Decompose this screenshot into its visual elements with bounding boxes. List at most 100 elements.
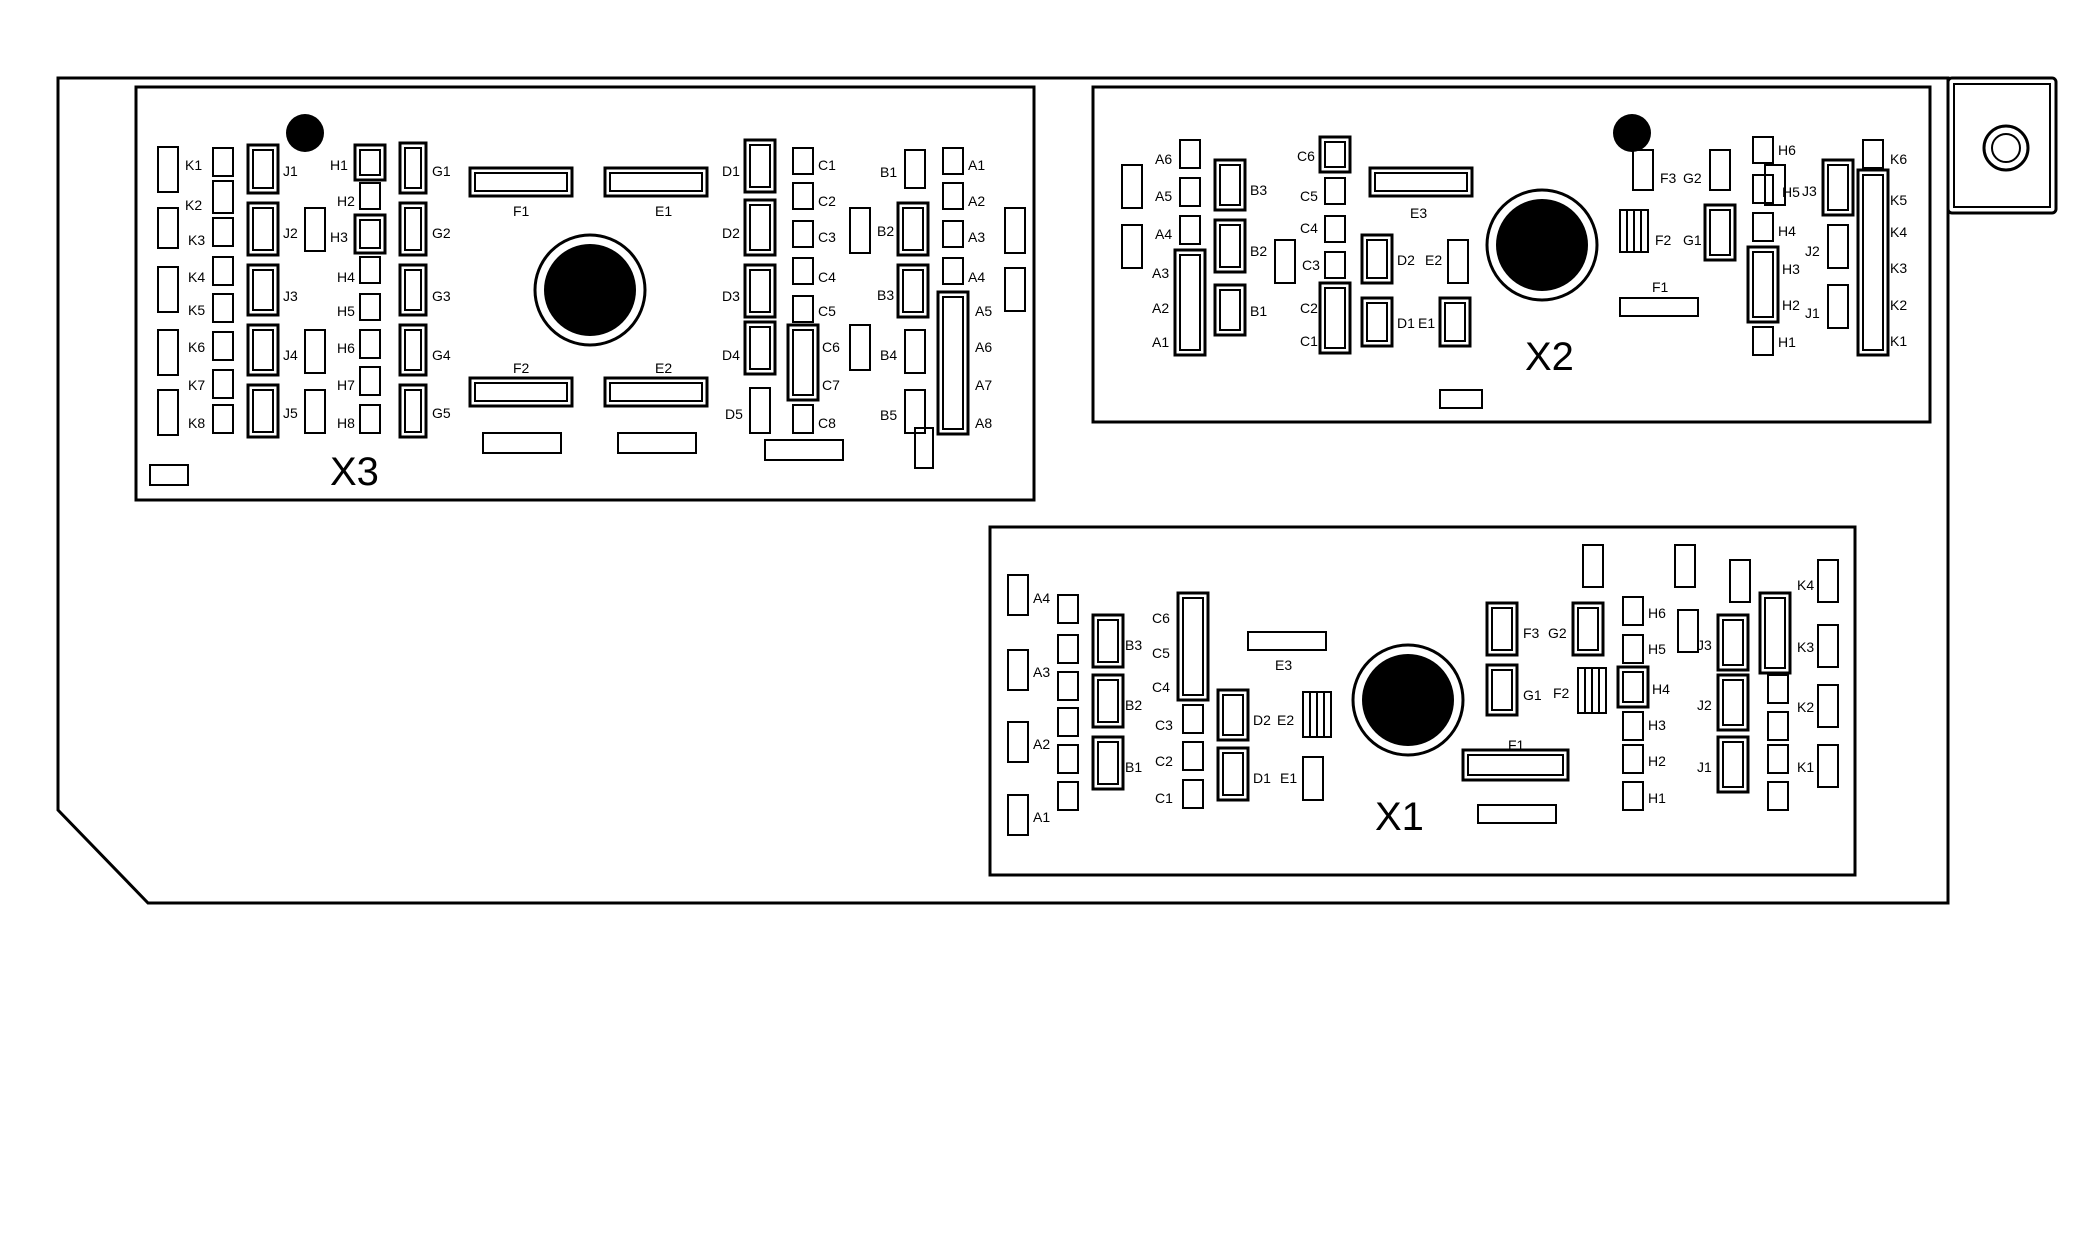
pin-label-x1: K2: [1797, 699, 1814, 715]
terminal-cavity: [359, 404, 381, 434]
tab: [764, 439, 844, 461]
fuse-terminal-inner: [404, 269, 422, 311]
pin-label-x2: J2: [1805, 243, 1820, 259]
fuse-terminal-inner: [1366, 302, 1388, 342]
fuse-terminal: [896, 263, 930, 319]
pin-label-x2: F2: [1655, 232, 1672, 248]
fuse-terminal-inner: [1722, 619, 1744, 666]
terminal-cavity: [1057, 744, 1079, 774]
fuse-terminal-inner: [1444, 302, 1466, 342]
terminal-cavity: [1622, 596, 1644, 626]
fuse-terminal: [743, 138, 777, 194]
fuse-terminal: [246, 201, 280, 257]
fuse-terminal: [246, 383, 280, 439]
pin-label-x1: J3: [1697, 637, 1712, 653]
fuse-terminal-inner: [1097, 741, 1119, 785]
pin-label-x1: J1: [1697, 759, 1712, 775]
pin-label-x2: C6: [1297, 148, 1315, 164]
terminal-cavity: [1179, 139, 1201, 169]
pin-label-x3: J3: [283, 288, 298, 304]
terminal-cavity: [1677, 609, 1699, 653]
pin-label-x3: B1: [880, 164, 897, 180]
terminal-cavity: [904, 149, 926, 189]
terminal-cavity: [749, 387, 771, 434]
pin-label-x3: H1: [330, 157, 348, 173]
terminal-cavity: [304, 389, 326, 434]
terminal-cavity: [157, 146, 179, 193]
pin-label-x1: A2: [1033, 736, 1050, 752]
pin-label-x3: D4: [722, 347, 740, 363]
fuse-terminal-inner: [749, 269, 771, 313]
fuse-terminal: [1213, 218, 1247, 274]
pin-label-x2: H4: [1778, 223, 1796, 239]
terminal-cavity: [942, 257, 964, 285]
pin-label-x3: H8: [337, 415, 355, 431]
terminal-cavity: [849, 324, 871, 371]
fuse-terminal: [1856, 168, 1890, 357]
terminal-cavity: [1007, 721, 1029, 763]
terminal-cavity: [212, 217, 234, 247]
terminal-cavity: [359, 366, 381, 396]
pin-label-x2: A3: [1152, 265, 1169, 281]
fuse-terminal-inner: [1467, 754, 1564, 776]
fuse-terminal: [353, 213, 387, 255]
connector-layer: X3K1K2K3K4K5K6K7K8J1J2J3J4J5H1H2H3H4H5H6…: [134, 85, 1932, 877]
pin-label-x1: C2: [1155, 753, 1173, 769]
pin-label-x3: K7: [188, 377, 205, 393]
fuse-terminal: [1360, 296, 1394, 348]
terminal-cavity: [359, 329, 381, 359]
fuse-terminal-inner: [902, 207, 924, 251]
terminal-cavity: [1324, 215, 1346, 243]
terminal-cavity: [1827, 284, 1849, 329]
pin-label-x3: J4: [283, 347, 298, 363]
fuse-terminal-inner: [1752, 251, 1774, 318]
pin-label-x3: K3: [188, 232, 205, 248]
fuse-terminal-inner: [609, 382, 703, 402]
fuse-terminal: [1368, 166, 1474, 198]
pin-label-x2: K2: [1890, 297, 1907, 313]
pin-label-x3: A3: [968, 229, 985, 245]
pin-label-x1: B2: [1125, 697, 1142, 713]
fuse-terminal: [398, 323, 428, 377]
terminal-cavity: [359, 182, 381, 210]
fuse-terminal-inner: [1491, 607, 1513, 651]
fuse-terminal: [353, 143, 387, 182]
pin-label-x1: C1: [1155, 790, 1173, 806]
fuse-terminal: [1616, 665, 1650, 709]
connector-name-label: X3: [330, 450, 379, 494]
terminal-cavity: [1622, 781, 1644, 811]
terminal-cavity: [157, 389, 179, 436]
terminal-cavity: [1302, 756, 1324, 801]
pin-label-x3: A2: [968, 193, 985, 209]
pin-label-x3: H4: [337, 269, 355, 285]
pin-label-x3: E1: [655, 203, 672, 219]
pin-label-x2: H3: [1782, 261, 1800, 277]
fuse-terminal-inner: [792, 329, 814, 396]
pin-label-x2: A4: [1155, 226, 1172, 242]
pin-label-x2: H1: [1778, 334, 1796, 350]
terminal-cavity: [792, 404, 814, 434]
pin-label-x2: G2: [1683, 170, 1702, 186]
pin-label-x3: J5: [283, 405, 298, 421]
tab: [1477, 804, 1557, 824]
pin-label-x3: B2: [877, 223, 894, 239]
pin-label-x3: J1: [283, 163, 298, 179]
fuse-terminal: [398, 383, 428, 439]
terminal-cavity: [1057, 594, 1079, 624]
fuse-terminal-inner: [252, 329, 274, 371]
pin-label-x3: H5: [337, 303, 355, 319]
pin-label-x1: B1: [1125, 759, 1142, 775]
pin-label-x1: A1: [1033, 809, 1050, 825]
fuse-terminal-inner: [1374, 172, 1468, 192]
terminal-cavity: [212, 293, 234, 323]
terminal-cavity: [1182, 741, 1204, 771]
mounting-ring: [533, 233, 647, 347]
terminal-cavity: [1057, 707, 1079, 737]
pin-label-x2: H6: [1778, 142, 1796, 158]
terminal-cavity: [1817, 744, 1839, 788]
pin-label-x3: B3: [877, 287, 894, 303]
terminal-cavity: [1622, 634, 1644, 664]
pin-label-x1: D2: [1253, 712, 1271, 728]
block-outline: [56, 76, 2058, 905]
pin-label-x1: H5: [1648, 641, 1666, 657]
